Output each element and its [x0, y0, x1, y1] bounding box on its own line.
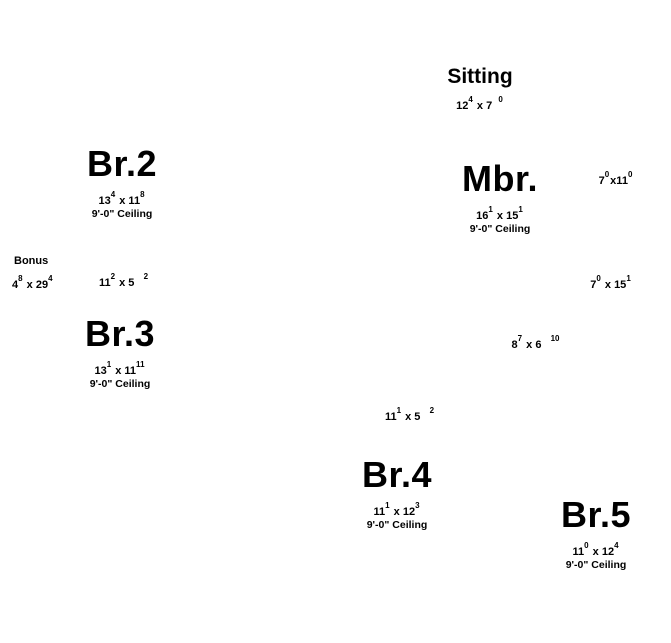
room-name: Br.3 — [84, 313, 156, 354]
room-name: Mbr. — [461, 158, 539, 199]
ceiling-height: 9'-0" Ceiling — [565, 559, 627, 571]
room-label-mbr: Mbr. 161 x 151 9'-0" Ceiling — [462, 159, 538, 236]
width-feet: 7 — [590, 279, 597, 291]
ceiling-height: 9'-0" Ceiling — [366, 519, 428, 531]
room-label-hall-center: 111 x 5 2 — [385, 400, 435, 424]
dim-separator: x — [26, 279, 33, 291]
depth-inches: 11 — [136, 360, 145, 369]
width-inches: 4 — [468, 95, 473, 104]
dim-separator: x — [610, 175, 617, 187]
depth-inches: 4 — [48, 274, 53, 283]
width-feet: 12 — [456, 100, 469, 112]
room-dimensions: 48 x 294 — [12, 268, 54, 292]
width-feet: 11 — [98, 277, 111, 289]
room-dimensions: 131 x 1111 — [85, 354, 155, 378]
width-feet: 11 — [384, 411, 397, 423]
room-label-br4: Br.4 111 x 123 9'-0" Ceiling — [362, 455, 432, 532]
width-feet: 11 — [373, 506, 386, 518]
width-feet: 8 — [511, 339, 518, 351]
width-feet: 13 — [98, 195, 111, 207]
width-inches: 0 — [604, 170, 610, 179]
dim-separator: x — [526, 339, 533, 351]
room-dimensions: 70x110 — [599, 164, 634, 188]
width-inches: 7 — [517, 334, 523, 343]
room-dimensions: 111 x 123 — [362, 495, 432, 519]
dim-separator: x — [115, 365, 122, 377]
room-dimensions: 87 x 6 10 — [511, 328, 560, 352]
room-name: Bonus — [14, 255, 49, 267]
room-label-bath: 70 x 151 — [590, 268, 632, 292]
depth-feet: 12 — [402, 506, 416, 518]
dim-separator: x — [476, 100, 484, 112]
depth-feet: 5 — [414, 411, 421, 423]
depth-feet: 5 — [128, 277, 135, 289]
depth-feet: 7 — [486, 100, 493, 112]
room-label-bonus: Bonus 48 x 294 — [12, 254, 54, 292]
depth-feet: 15 — [614, 279, 627, 291]
depth-inches: 4 — [614, 541, 619, 550]
depth-inches: 10 — [550, 334, 560, 343]
dim-separator: x — [393, 506, 400, 518]
room-dimensions: 70 x 151 — [590, 268, 632, 292]
room-label-hall-left: 112 x 5 2 — [99, 266, 149, 290]
depth-feet: 6 — [535, 339, 542, 351]
width-feet: 16 — [476, 210, 489, 222]
depth-inches: 2 — [429, 406, 435, 415]
depth-inches: 0 — [498, 95, 503, 104]
dim-separator: x — [592, 546, 599, 558]
room-dimensions: 110 x 124 — [561, 535, 631, 559]
width-feet: 4 — [12, 279, 19, 291]
depth-inches: 1 — [626, 274, 631, 283]
room-dimensions: 124 x 7 0 — [447, 89, 512, 113]
width-feet: 11 — [572, 546, 585, 558]
room-dimensions: 112 x 5 2 — [99, 266, 149, 290]
width-inches: 0 — [596, 274, 601, 283]
dim-separator: x — [604, 279, 611, 291]
width-inches: 1 — [106, 360, 112, 369]
room-label-br2: Br.2 134 x 118 9'-0" Ceiling — [87, 144, 157, 221]
depth-feet: 11 — [616, 175, 628, 187]
dim-separator: x — [496, 210, 504, 222]
room-label-br5: Br.5 110 x 124 9'-0" Ceiling — [561, 495, 631, 572]
width-inches: 1 — [385, 501, 390, 510]
dim-separator: x — [405, 411, 412, 423]
room-label-br3: Br.3 131 x 1111 9'-0" Ceiling — [85, 314, 155, 391]
ceiling-height: 9'-0" Ceiling — [469, 223, 531, 235]
room-name: Br.5 — [560, 494, 632, 535]
depth-inches: 2 — [143, 272, 149, 281]
depth-inches: 1 — [518, 205, 523, 214]
width-inches: 2 — [110, 272, 116, 281]
depth-inches: 3 — [415, 501, 420, 510]
dim-separator: x — [119, 277, 126, 289]
depth-feet: 11 — [128, 195, 141, 207]
room-dimensions: 161 x 151 — [462, 199, 538, 223]
width-inches: 0 — [584, 541, 589, 550]
depth-feet: 12 — [601, 546, 615, 558]
width-inches: 8 — [18, 274, 23, 283]
depth-inches: 0 — [627, 170, 633, 179]
room-label-8x6: 87 x 6 10 — [511, 328, 560, 352]
room-name: Sitting — [447, 65, 513, 88]
depth-feet: 15 — [506, 210, 519, 222]
room-label-sitting: Sitting 124 x 7 0 — [447, 64, 512, 113]
room-name: Br.4 — [361, 454, 433, 495]
room-label-closet: 70x110 — [599, 164, 634, 188]
width-inches: 4 — [110, 190, 116, 199]
ceiling-height: 9'-0" Ceiling — [91, 208, 153, 220]
room-dimensions: 134 x 118 — [87, 184, 157, 208]
ceiling-height: 9'-0" Ceiling — [89, 378, 151, 390]
width-feet: 7 — [598, 175, 605, 187]
width-inches: 1 — [488, 205, 493, 214]
room-dimensions: 111 x 5 2 — [385, 400, 435, 424]
depth-feet: 11 — [124, 365, 137, 377]
depth-feet: 29 — [35, 279, 49, 291]
depth-inches: 8 — [140, 190, 145, 199]
room-name: Br.2 — [86, 143, 158, 184]
width-feet: 13 — [94, 365, 107, 377]
width-inches: 1 — [396, 406, 402, 415]
dim-separator: x — [119, 195, 126, 207]
